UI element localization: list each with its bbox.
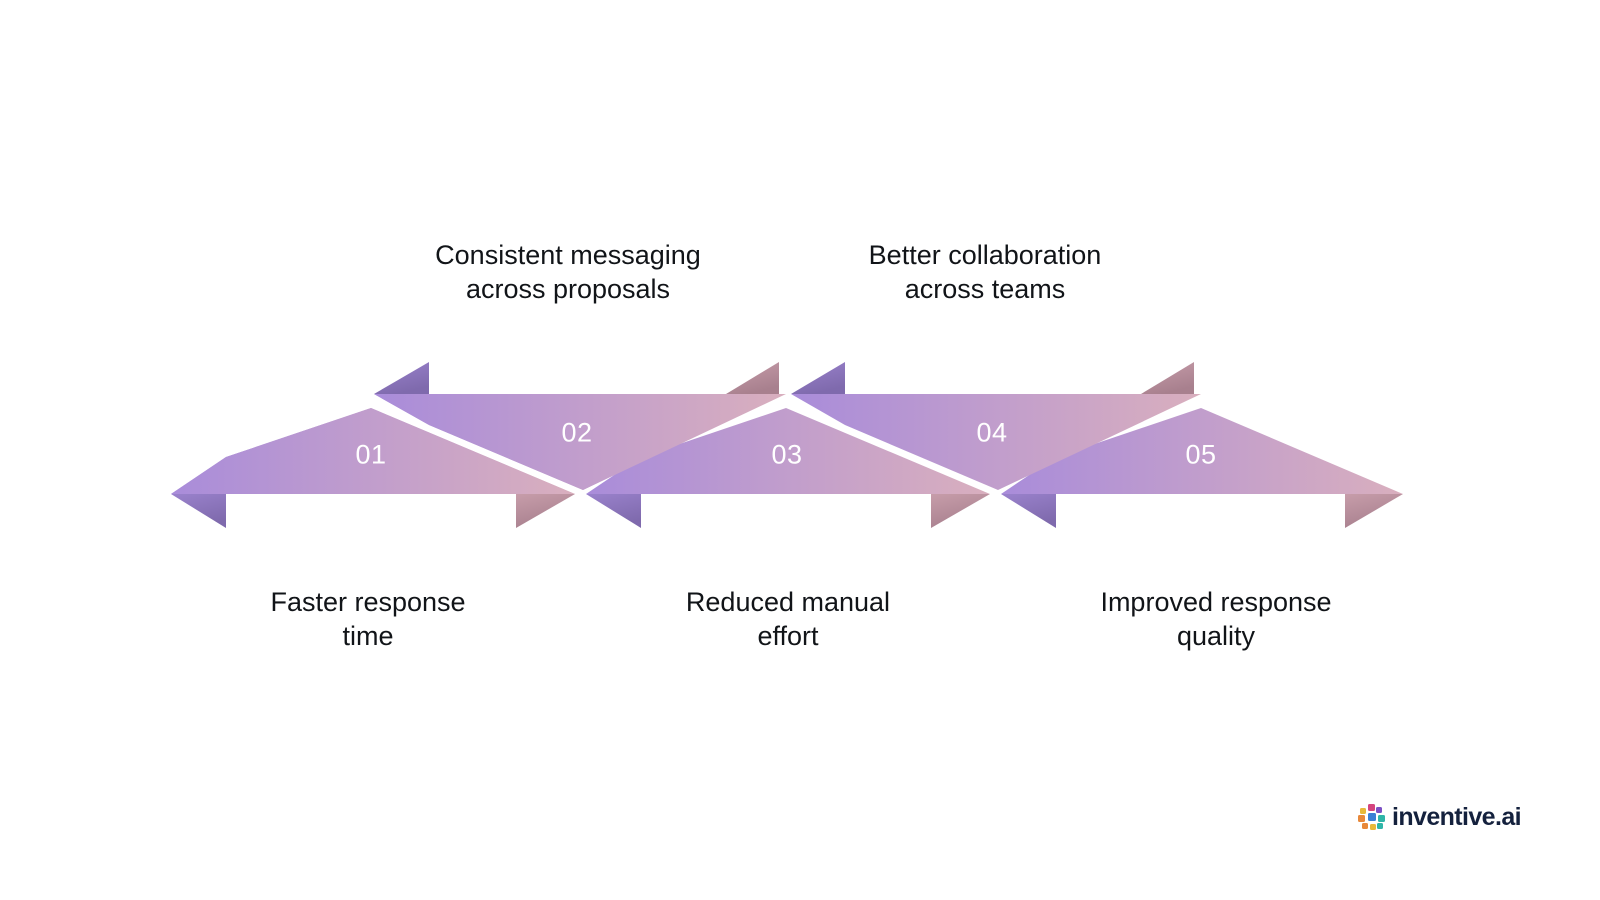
arrow-segment-05-folds: [1001, 494, 1403, 528]
arrow-segment-01-folds: [171, 494, 575, 528]
arrow-segment-01[interactable]: [171, 408, 575, 494]
brand-name: inventive.ai: [1392, 803, 1522, 831]
inventive-pinwheel-icon: [1358, 804, 1385, 831]
arrow-segment-05[interactable]: [1001, 408, 1403, 494]
step-label-01: Faster response time: [270, 587, 466, 651]
step-label-03: Reduced manual effort: [685, 587, 891, 651]
step-label-02: Consistent messaging across proposals: [435, 240, 701, 304]
brand-logo: inventive.ai: [1358, 803, 1522, 831]
arrow-segment-02-folds: [374, 362, 779, 394]
arrow-segment-03-folds: [586, 494, 990, 528]
arrow-segment-04-folds: [791, 362, 1194, 394]
step-label-05: Improved response quality: [1100, 587, 1332, 651]
arrow-segment-04[interactable]: [791, 394, 1201, 490]
arrow-segment-02[interactable]: [374, 394, 786, 490]
arrow-segment-03[interactable]: [586, 408, 990, 494]
step-label-04: Better collaboration across teams: [868, 240, 1102, 304]
